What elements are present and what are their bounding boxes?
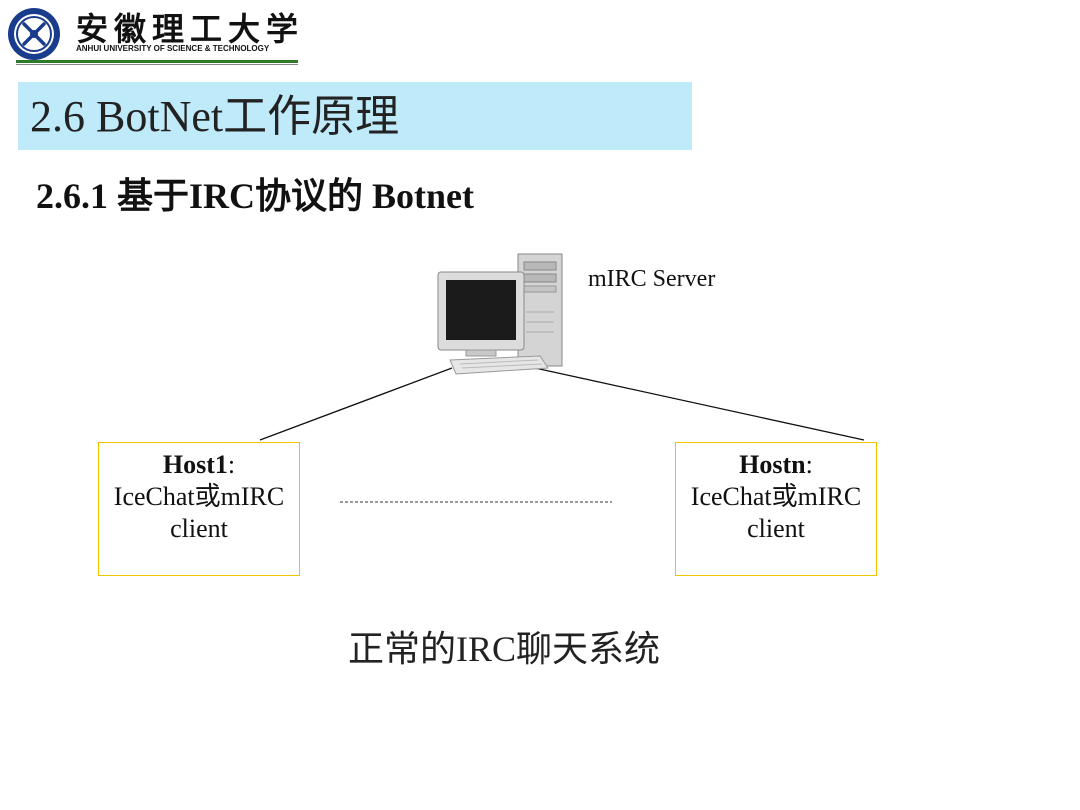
slide-title: 2.6 BotNet工作原理: [30, 92, 400, 141]
host1-client-word: client: [170, 514, 228, 543]
university-name-en: ANHUI UNIVERSITY OF SCIENCE & TECHNOLOGY: [76, 44, 270, 53]
header-rule-thin: [16, 64, 298, 65]
diagram-caption: 正常的IRC聊天系统: [347, 629, 660, 669]
university-name-cn: 安徽理工大学: [76, 10, 305, 48]
hostn-colon: :: [805, 450, 813, 479]
slide-subtitle: 2.6.1 基于IRC协议的 Botnet: [36, 176, 474, 216]
connector-hostn: [534, 367, 865, 441]
connector-host1: [259, 367, 453, 441]
host1-colon: :: [227, 450, 236, 479]
university-seal-icon: [8, 8, 60, 60]
hostn-client-word: client: [747, 514, 805, 543]
server-label: mIRC Server: [588, 266, 716, 292]
host1-box: Host1: IceChat或mIRC client: [98, 442, 300, 576]
hostn-name: Hostn: [739, 450, 806, 479]
hostn-box: Hostn: IceChat或mIRC client: [675, 442, 877, 576]
hostn-client: IceChat或mIRC: [690, 482, 862, 511]
host1-client: IceChat或mIRC: [113, 482, 285, 511]
server-computer-icon: [437, 253, 563, 375]
header-rule: [16, 60, 298, 63]
title-bar: [18, 82, 692, 150]
host1-name: Host1: [162, 450, 228, 479]
